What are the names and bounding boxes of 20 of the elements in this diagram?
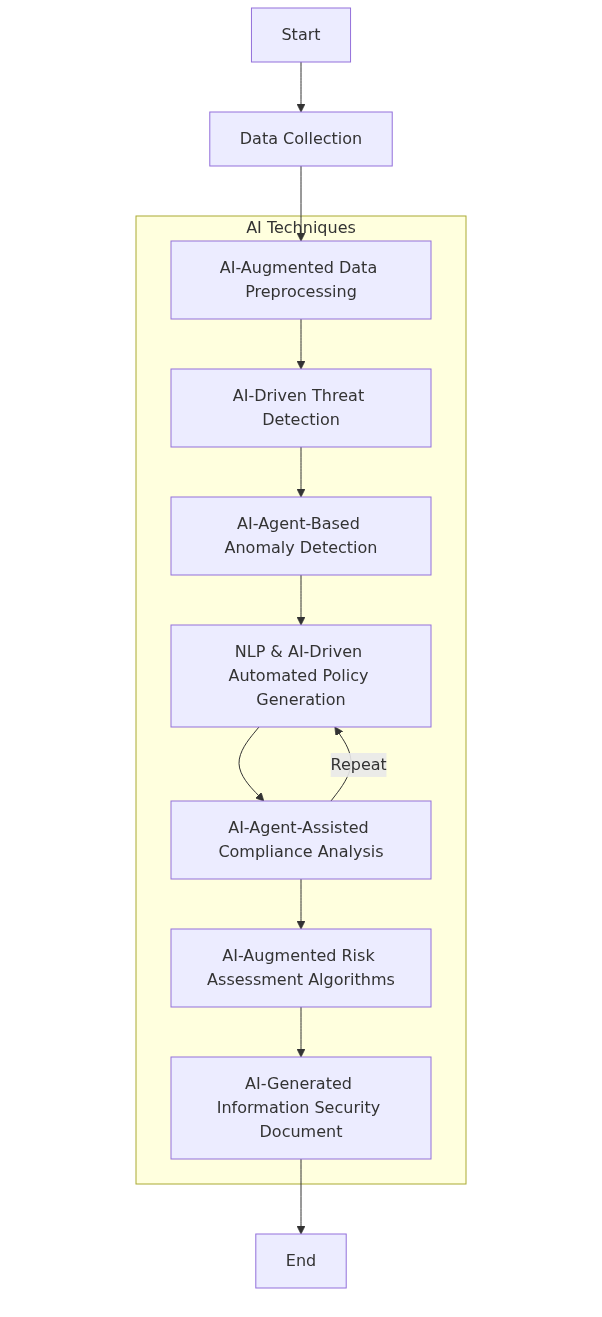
node-box: End — [255, 1233, 347, 1289]
arrow — [296, 165, 306, 242]
arrow — [296, 878, 306, 930]
node-box: AI-Agent-Assisted Compliance Analysis — [170, 800, 432, 880]
node-box: AI-Agent-Based Anomaly Detection — [170, 496, 432, 576]
node-box: AI-Augmented Risk Assessment Algorithms — [170, 928, 432, 1008]
node-box: NLP & AI-Driven Automated Policy Generation — [170, 624, 432, 728]
arrow — [296, 318, 306, 370]
node-box: Start — [250, 7, 352, 63]
node-box: AI-Augmented Data Preprocessing — [170, 240, 432, 320]
node-box: AI-Driven Threat Detection — [170, 368, 432, 448]
arrow — [296, 1006, 306, 1058]
node-box: AI-Generated Information Security Document — [170, 1056, 432, 1160]
arrow — [296, 61, 306, 113]
arrow — [296, 574, 306, 626]
node-box: Data Collection — [209, 111, 393, 167]
arrow — [238, 726, 265, 802]
edge-label: Repeat — [330, 754, 387, 774]
arrow — [296, 446, 306, 498]
arrow — [296, 1158, 306, 1235]
